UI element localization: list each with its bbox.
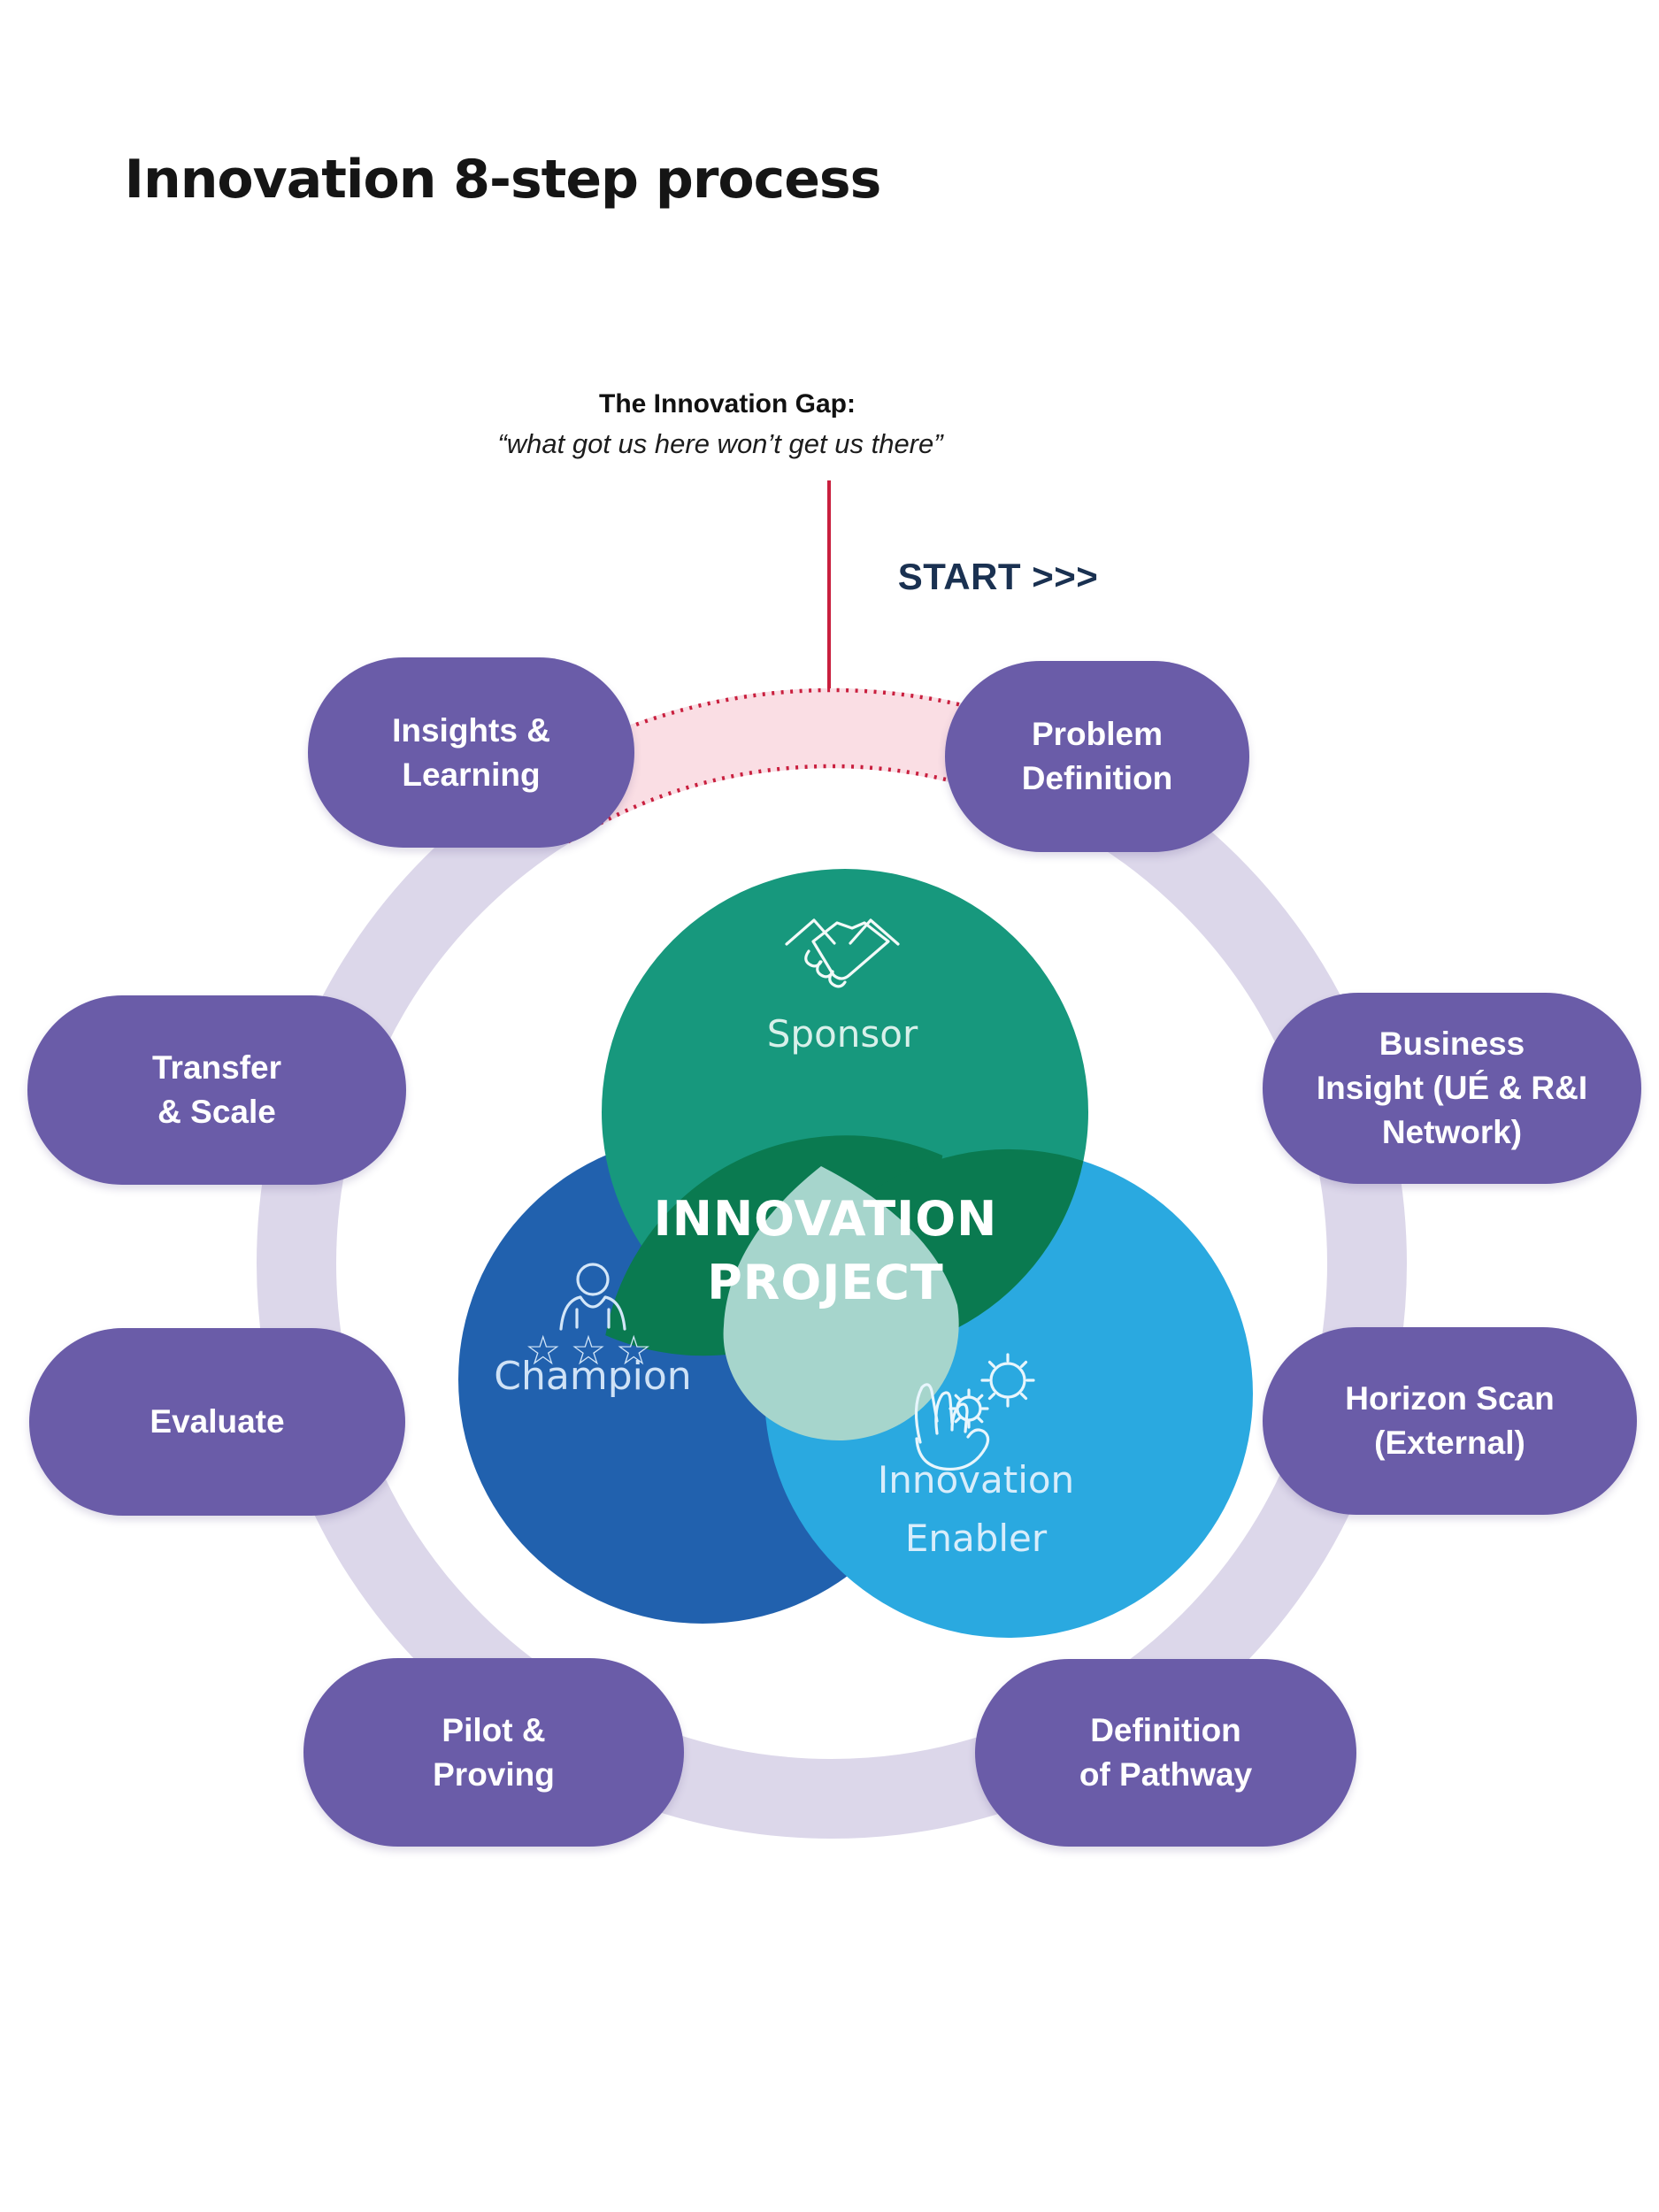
venn-champion-label: Champion (494, 1354, 692, 1399)
step-transfer-scale: Transfer & Scale (27, 995, 406, 1185)
venn-enabler-label: Innovation Enabler (877, 1458, 1075, 1560)
person-with-stars-icon (559, 1263, 626, 1331)
step-evaluate: Evaluate (29, 1328, 405, 1516)
venn-sponsor-label: Sponsor (766, 1012, 918, 1056)
innovation-gap-quote: “what got us here won’t get us there” (497, 428, 943, 459)
handshake-icon (785, 918, 900, 988)
gap-dotted-inner-border (566, 764, 1051, 844)
step-business-insight: Business Insight (UÉ & R&I Network) (1263, 993, 1641, 1184)
step-problem-definition: Problem Definition (945, 661, 1249, 852)
start-label: START >>> (897, 556, 1099, 597)
triple-overlap-center (723, 1166, 959, 1441)
step-definition-of-pathway: Definition of Pathway (975, 1659, 1356, 1847)
step-pilot-proving: Pilot & Proving (303, 1658, 684, 1847)
step-horizon-scan: Horizon Scan (External) (1263, 1327, 1637, 1515)
champion-stars-icon: ☆☆☆ (525, 1326, 661, 1374)
step-insights-learning: Insights & Learning (308, 657, 634, 848)
page-title: Innovation 8-step process (124, 149, 882, 211)
innovation-gap-heading: The Innovation Gap: (599, 389, 856, 419)
venn-center-label: INNOVATION PROJECT (653, 1191, 998, 1310)
hand-with-gears-icon (914, 1353, 1035, 1471)
